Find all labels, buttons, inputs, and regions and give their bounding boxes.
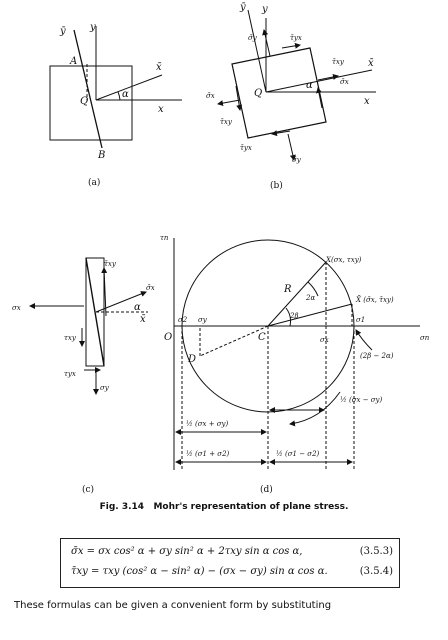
mohr-figure: y ȳ x̄ x A B Q α (a) y ȳ x̄ x Q α σ̄y … [12,2,430,495]
a-label-xbar: x̄ [156,62,162,73]
d-label-O: O [164,332,172,343]
equation-number-3-5-3: (3.5.3) [359,546,393,557]
arrow-sx-bar [95,291,147,313]
b-label-sy-top: σ̄y [248,34,258,42]
caption-number: Fig. 3.14 [99,502,145,512]
b-label-ybar: ȳ [239,2,246,13]
c-label-tyx: τyx [64,370,76,378]
d-label-half-diff-12: ½ (σ1 − σ2) [276,450,320,458]
b-rotated-element [231,47,327,139]
b-label-tyx-top: τ̄yx [290,34,302,42]
panel-b [217,9,376,161]
arrow-sx-left [217,99,241,107]
d-label-X: X(σx, τxy) [325,256,362,264]
c-label-sx: σx [12,304,21,312]
d-label-angle: (2β − 2α) [360,352,394,360]
d-label-Xbar: X̄ (σ̄x, τ̄xy) [355,295,394,304]
panel-a [49,26,182,149]
body-paragraph: These formulas can be given a convenient… [14,600,332,611]
b-label-Q: Q [254,88,262,99]
c-label-sx-bar: σ̄x [146,284,155,292]
xbar-axis [95,74,163,101]
figure-caption: Fig. 3.14 Mohr's representation of plane… [0,502,448,512]
d-label-half-diff-xy: ½ (σx − σy) [340,396,383,404]
arrow-tyx-top [281,42,301,49]
equation-box: σ̄x = σx cos² α + σy sin² α + 2τxy sin α… [60,538,400,588]
d-label-s2: σ2 [178,316,188,324]
d-label-D: D [187,354,196,365]
cut-line-ab [73,29,103,149]
a-label-Q: Q [80,96,88,107]
d-label-C: C [258,332,266,343]
c-label-txy: τxy [64,334,77,342]
d-label-two-alpha: 2α [305,294,315,302]
panel-label-d: (d) [260,484,273,495]
d-label-R: R [283,284,292,295]
equation-3-5-3: σ̄x = σx cos² α + σy sin² α + 2τxy sin α… [71,546,303,557]
panel-c [29,257,148,395]
d-label-half-sum-xy: ½ (σx + σy) [186,420,229,428]
panel-label-c: (c) [82,484,94,495]
caption-text: Mohr's representation of plane stress. [153,502,349,512]
c-label-alpha: α [134,302,141,313]
a-label-B: B [97,150,105,161]
arrow-sy-top [262,29,271,57]
d-label-sigma-n: σn [420,334,430,342]
arrow-txy-left [235,85,243,111]
element-square [49,65,133,141]
arrow-sy-bot [287,133,296,161]
alpha-arc [117,91,121,101]
d-label-s1: σ1 [356,316,365,324]
panel-label-a: (a) [88,177,100,188]
b-label-xbar: x̄ [368,58,374,69]
radius-Xbar [267,303,353,327]
b-label-sx-right: σ̄x [340,78,349,86]
c-label-xbar: x̄ [140,314,146,325]
b-label-alpha: α [306,80,313,91]
equation-3-5-4: τ̄xy = τxy (cos² α − sin² α) − (σx − σy)… [71,566,328,577]
diameter-D [199,325,269,357]
a-label-A: A [69,56,77,67]
arrow-tyx-bot [271,130,291,137]
d-label-two-beta: 2β [289,312,299,320]
c-label-sy: σy [100,384,110,392]
a-label-x: x [158,104,164,115]
b-label-y: y [261,4,268,15]
c-label-txy-bar: τ̄xy [104,260,117,268]
b-label-x: x [364,96,370,107]
d-label-tau-n: τn [160,234,169,242]
b-label-txy-right: τ̄xy [332,58,345,66]
a-label-ybar: ȳ [59,26,66,37]
b-label-tyx-bot: τ̄yx [240,144,252,152]
b-label-txy-left: τ̄xy [220,118,233,126]
arrow-txy-bar [101,267,108,317]
equation-number-3-5-4: (3.5.4) [359,566,393,577]
a-label-alpha: α [122,89,129,100]
b-label-sy-bot: σ̄y [292,156,302,164]
d-label-half-sum-12: ½ (σ1 + σ2) [186,450,230,458]
arrow-sx-right [317,74,339,81]
a-label-y: y [89,22,96,33]
radius-X [267,261,327,327]
d-label-sy: σy [198,316,208,324]
d-label-sx: σx [320,336,329,344]
b-ybar-axis [247,9,267,93]
b-xbar-axis [265,69,373,93]
b-label-sx-left: σ̄x [206,92,215,100]
panel-d [173,238,420,470]
panel-label-b: (b) [270,180,283,191]
arrow-txy-right [316,87,323,109]
